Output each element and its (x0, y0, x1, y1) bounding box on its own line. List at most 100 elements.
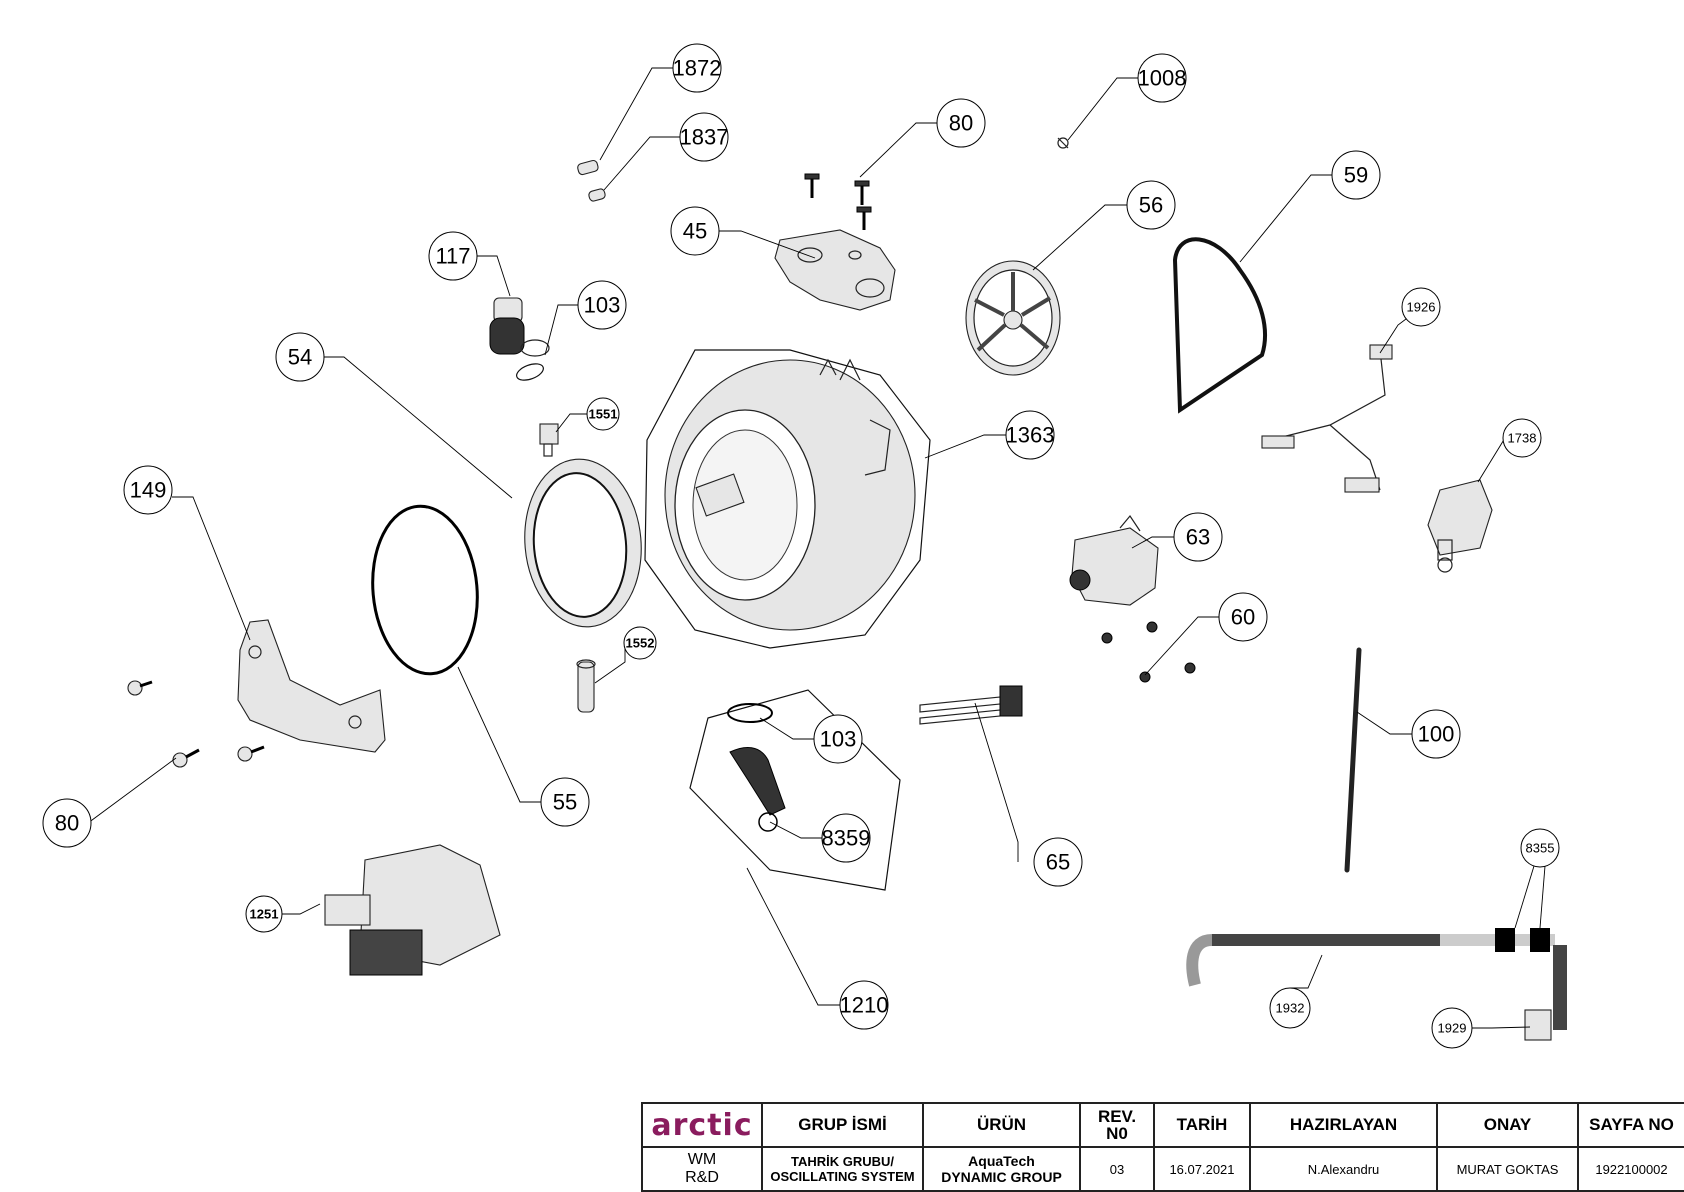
header-product: ÜRÜN (922, 1102, 1081, 1148)
part-60-screws (1101, 621, 1196, 683)
svg-text:8355: 8355 (1526, 841, 1555, 856)
part-1008-screw (1057, 137, 1069, 149)
callout-149: 149 (123, 465, 173, 515)
svg-text:1210: 1210 (840, 993, 889, 1018)
part-80-left-screws (127, 680, 265, 768)
svg-text:63: 63 (1186, 525, 1210, 550)
part-8355-clamps (1495, 928, 1550, 952)
svg-text:1837: 1837 (680, 125, 729, 150)
header-rev: REV. N0 (1079, 1102, 1155, 1148)
callout-1552: 1552 (623, 626, 657, 660)
svg-text:56: 56 (1139, 193, 1163, 218)
dept-line2: R&D (685, 1169, 719, 1186)
callout-1926: 1926 (1401, 287, 1441, 327)
svg-text:60: 60 (1231, 605, 1255, 630)
svg-text:55: 55 (553, 790, 577, 815)
svg-text:117: 117 (435, 244, 470, 269)
arctic-logo: arctic (651, 1107, 753, 1143)
part-149-bracket (237, 619, 386, 753)
part-55-oring (371, 504, 479, 676)
svg-text:54: 54 (288, 345, 312, 370)
svg-text:80: 80 (55, 811, 79, 836)
part-1929-elbow (1524, 945, 1567, 1041)
svg-text:103: 103 (820, 727, 857, 752)
callout-8355: 8355 (1520, 828, 1560, 868)
part-1251-control-unit (324, 844, 501, 976)
svg-text:1551: 1551 (589, 407, 618, 422)
value-rev: 03 (1079, 1146, 1155, 1192)
value-prepared-by: N.Alexandru (1249, 1146, 1438, 1192)
header-group-name: GRUP İSMİ (761, 1102, 924, 1148)
svg-text:1008: 1008 (1138, 66, 1187, 91)
leader-lines (67, 67, 1546, 1029)
part-1210-hose-group (689, 689, 901, 891)
callout-103-top: 103 (577, 280, 627, 330)
title-block: arctic GRUP İSMİ ÜRÜN REV. N0 TARİH HAZI… (641, 1102, 1684, 1192)
dept-line1: WM (687, 1151, 717, 1168)
group-name-line1: TAHRİK GRUBU/ (790, 1154, 895, 1169)
callout-1837: 1837 (679, 112, 729, 162)
part-54-gasket (524, 458, 642, 628)
dept-cell: WM R&D (641, 1146, 763, 1192)
part-100-rod (1344, 647, 1362, 873)
svg-text:149: 149 (130, 478, 167, 503)
value-approval: MURAT GOKTAS (1436, 1146, 1579, 1192)
part-1926-harness (1261, 344, 1393, 493)
svg-text:45: 45 (683, 219, 707, 244)
callout-80-top: 80 (936, 98, 986, 148)
part-59-belt (1172, 237, 1267, 414)
part-65-heater (919, 685, 1023, 725)
svg-text:59: 59 (1344, 163, 1368, 188)
header-prepared-by: HAZIRLAYAN (1249, 1102, 1438, 1148)
callout-1551: 1551 (586, 397, 620, 431)
svg-text:1738: 1738 (1508, 431, 1537, 446)
callout-1872: 1872 (672, 43, 722, 93)
svg-text:65: 65 (1046, 850, 1070, 875)
part-63-motor (1069, 514, 1159, 606)
svg-text:1929: 1929 (1438, 1021, 1467, 1036)
header-approval: ONAY (1436, 1102, 1579, 1148)
svg-text:1872: 1872 (673, 56, 722, 81)
part-1837-bushing (588, 188, 606, 202)
product-line1: AquaTech (968, 1153, 1035, 1169)
part-1552-filter (576, 659, 596, 713)
svg-text:1932: 1932 (1276, 1001, 1305, 1016)
callout-8359: 8359 (821, 813, 871, 863)
callout-1363: 1363 (1005, 410, 1055, 460)
value-date: 16.07.2021 (1153, 1146, 1251, 1192)
part-56-pulley (965, 260, 1061, 376)
header-page-no: SAYFA NO (1577, 1102, 1684, 1148)
group-name-line2: OSCILLATING SYSTEM (770, 1169, 915, 1184)
svg-text:1926: 1926 (1407, 300, 1436, 315)
svg-text:100: 100 (1418, 722, 1455, 747)
callout-103-bottom: 103 (813, 714, 863, 764)
svg-text:103: 103 (584, 293, 621, 318)
value-page-no: 1922100002 (1577, 1146, 1684, 1192)
callout-60: 60 (1218, 592, 1268, 642)
callout-1929: 1929 (1431, 1007, 1473, 1049)
part-45-bracket (774, 229, 896, 311)
part-117-nozzle (489, 297, 550, 357)
callout-117: 117 (428, 231, 478, 281)
callout-63: 63 (1173, 512, 1223, 562)
header-date: TARİH (1153, 1102, 1251, 1148)
part-80-top-screws (804, 173, 872, 230)
header-rev-label: REV. N0 (1097, 1107, 1137, 1143)
part-103-clamp-top (516, 363, 544, 381)
callout-55: 55 (540, 777, 590, 827)
callout-80-left: 80 (42, 798, 92, 848)
svg-text:80: 80 (949, 111, 973, 136)
callout-65: 65 (1033, 837, 1083, 887)
callout-1251: 1251 (245, 895, 283, 933)
part-1363-tub (644, 349, 931, 649)
callout-1932: 1932 (1269, 987, 1311, 1029)
callout-1738: 1738 (1502, 418, 1542, 458)
svg-text:1251: 1251 (250, 907, 279, 922)
callout-100: 100 (1411, 709, 1461, 759)
callout-1008: 1008 (1137, 53, 1187, 103)
part-1551-sensor (539, 423, 559, 457)
svg-text:1363: 1363 (1006, 423, 1055, 448)
callout-59: 59 (1331, 150, 1381, 200)
callout-45: 45 (670, 206, 720, 256)
